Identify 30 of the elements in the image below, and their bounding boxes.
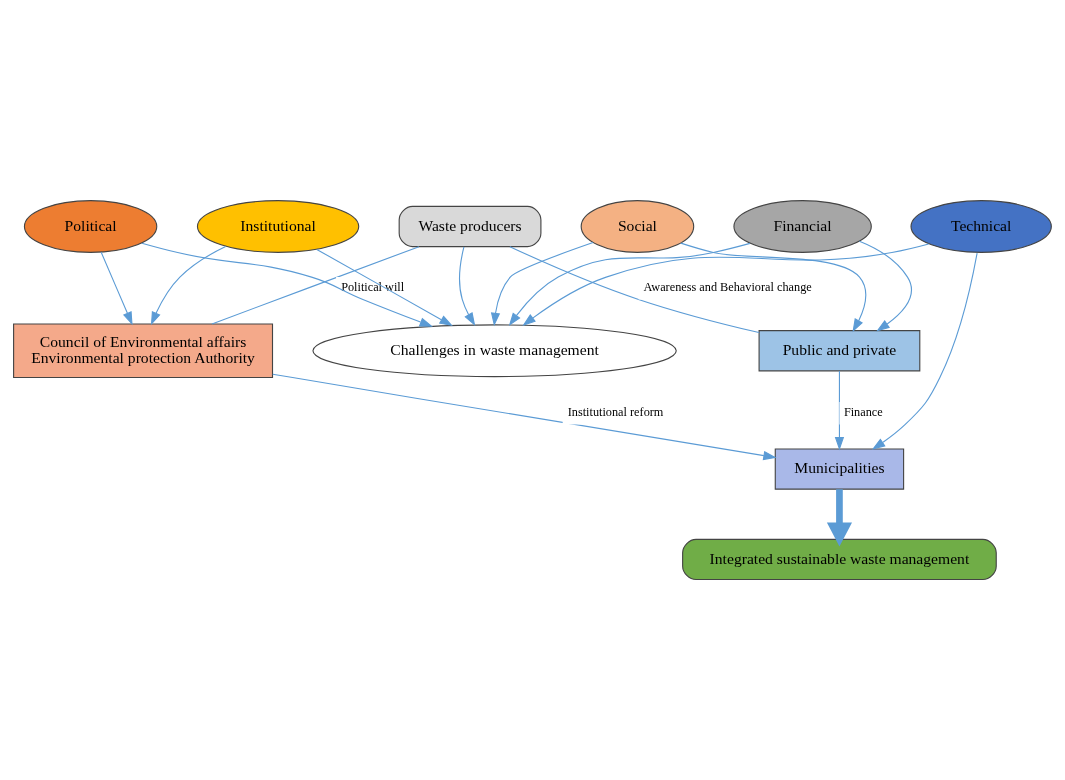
node-box: Municipalities xyxy=(774,448,905,490)
node-ellipse: Institutional xyxy=(196,200,360,253)
arrow xyxy=(490,242,594,327)
node-ellipse: Financial xyxy=(733,200,872,253)
node-box: Waste producers xyxy=(398,205,542,248)
arrow xyxy=(522,243,930,326)
node-ellipse: Technical xyxy=(910,200,1052,253)
node-ellipse: Challenges in waste management xyxy=(312,324,677,378)
arrow xyxy=(459,246,476,326)
arrow xyxy=(826,489,852,547)
arrow xyxy=(871,252,978,450)
edge-label: Awareness and Behavioral change xyxy=(643,280,812,295)
arrow xyxy=(858,240,912,332)
arrow xyxy=(508,242,751,327)
edge-label: Finance xyxy=(843,405,883,420)
node-box: Public and private xyxy=(758,330,921,372)
edge-label: Institutional reform xyxy=(567,405,664,420)
arrow xyxy=(316,248,453,327)
connector xyxy=(509,246,760,334)
arrow xyxy=(680,242,867,333)
node-box: Integrated sustainable waste management xyxy=(682,538,997,581)
node-ellipse: Social xyxy=(580,200,695,253)
arrow xyxy=(150,245,227,326)
node-box: Council of Environmental affairs Environmental protection Authority xyxy=(13,323,274,379)
edge-label: Political will xyxy=(341,280,405,295)
arrow xyxy=(100,251,133,326)
arrow xyxy=(141,242,433,327)
node-ellipse: Political xyxy=(23,200,158,253)
arrow xyxy=(272,373,777,461)
connector xyxy=(211,246,420,325)
